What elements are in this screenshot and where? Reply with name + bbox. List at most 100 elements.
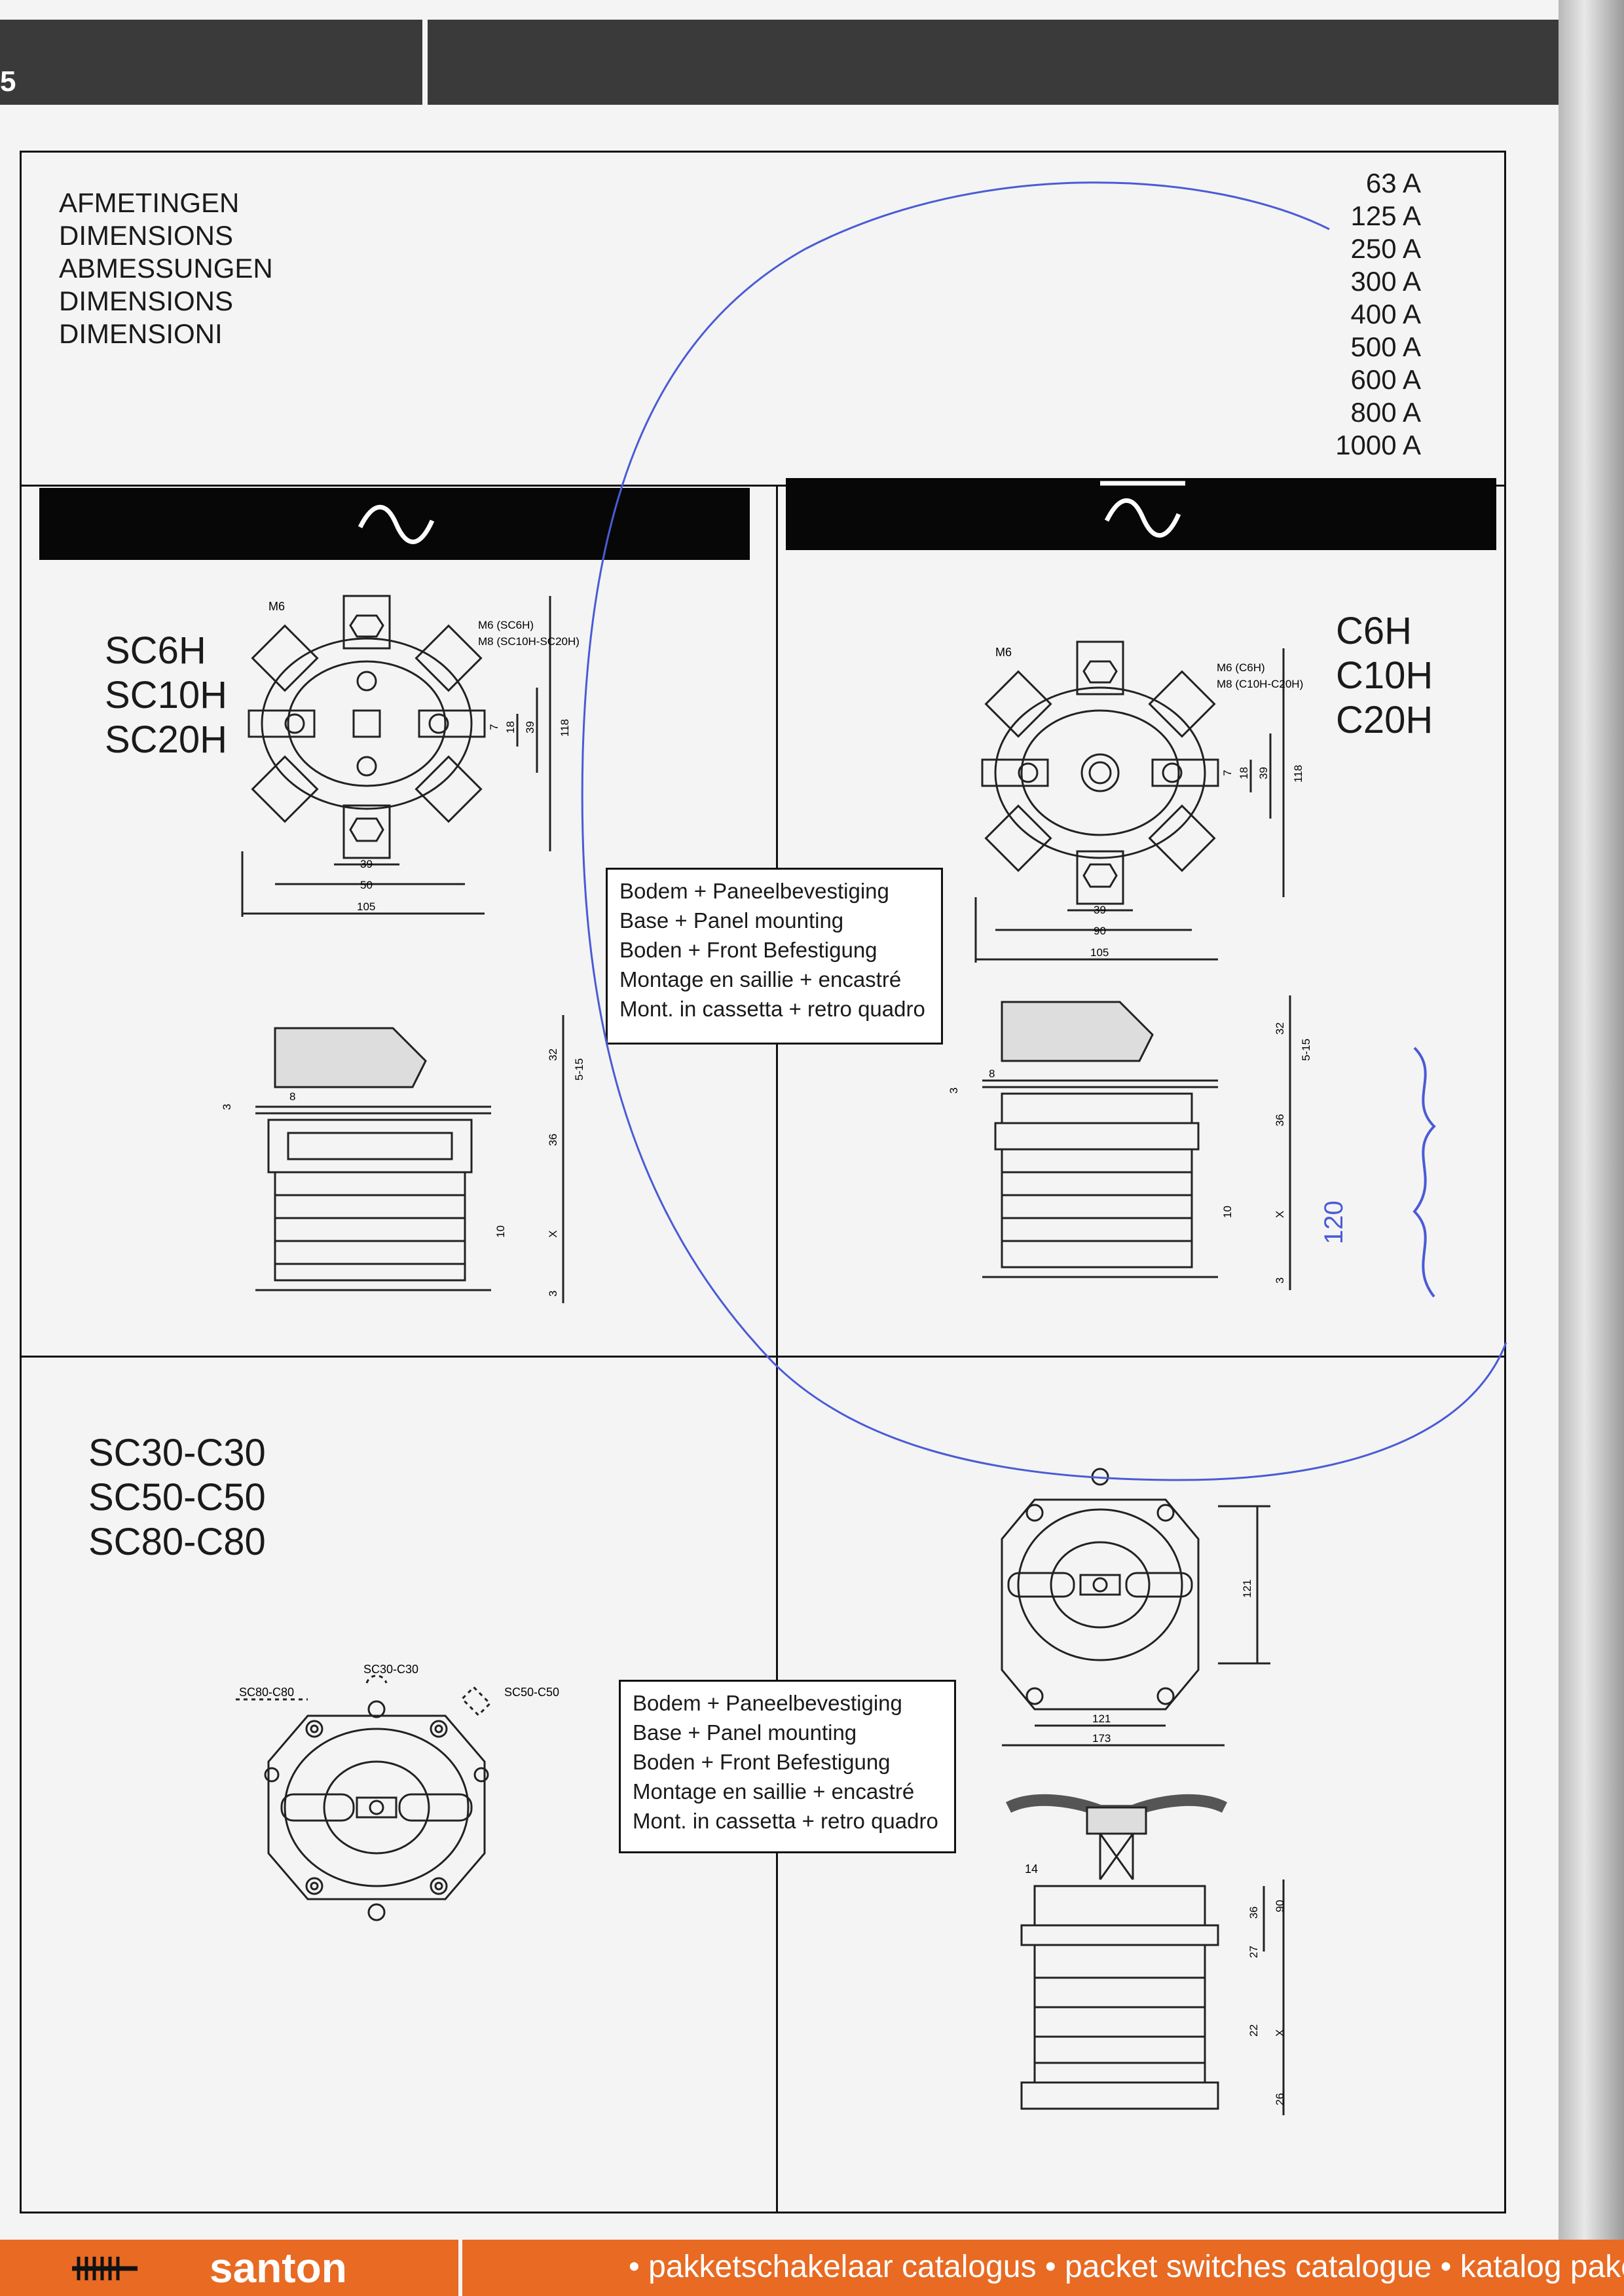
- dim-label: 3: [1274, 1278, 1286, 1284]
- model-name: C10H: [1336, 654, 1433, 697]
- dim-label: SC80-C80: [239, 1686, 294, 1699]
- rating-item: 300 A: [1350, 266, 1421, 297]
- catalog-text: • pakketschakelaar catalogus • packet sw…: [629, 2250, 1624, 2284]
- page-number: 5: [0, 65, 16, 98]
- pen-signature-scribble: [1412, 1046, 1436, 1298]
- pen-loop-stroke: [581, 181, 1507, 1481]
- page-header-bar: [0, 20, 1559, 105]
- frame-divider-middle: [20, 1356, 1506, 1358]
- dim-label: 90: [1094, 925, 1106, 937]
- dc-model-list: C6H C10H C20H: [1336, 609, 1433, 743]
- dim-label: 8: [989, 1067, 995, 1080]
- dim-label: 121: [1092, 1713, 1111, 1725]
- catalog-line: • pakketschakelaar catalogus • packet sw…: [629, 2249, 1624, 2285]
- ac-model-list: SC6H SC10H SC20H: [105, 629, 227, 762]
- dim-label: X: [1274, 2029, 1286, 2037]
- title-fr: DIMENSIONS: [59, 286, 234, 316]
- binding-edge: [1559, 0, 1624, 2296]
- dim-label: 26: [1274, 2093, 1286, 2105]
- model-name: SC50-C50: [88, 1476, 266, 1519]
- model-name: C20H: [1336, 699, 1433, 741]
- dim-label: M6: [995, 646, 1012, 659]
- model-name: SC6H: [105, 629, 206, 672]
- dc-top-view-drawing: M6 M6 (C6H) M8 (C10H-C20H) 39 90 105 7 1…: [974, 640, 1304, 963]
- dim-label: 22: [1247, 2024, 1260, 2037]
- dim-label: 39: [360, 858, 373, 870]
- dim-label: 36: [547, 1134, 559, 1146]
- title-nl: AFMETINGEN: [59, 187, 240, 218]
- rating-item: 800 A: [1350, 397, 1421, 428]
- dim-label: SC30-C30: [363, 1663, 418, 1676]
- dim-label: M8 (SC10H-SC20H): [478, 635, 580, 648]
- dim-label: 14: [1025, 1862, 1038, 1876]
- dim-label: 7: [1221, 770, 1234, 776]
- ac-top-view-drawing: M6 M6 (SC6H) M8 (SC10H-SC20H) 39 50 105 …: [241, 595, 580, 917]
- dim-label: 18: [1238, 767, 1250, 779]
- dim-label: 18: [504, 721, 517, 733]
- dim-label: 121: [1241, 1580, 1253, 1598]
- mounting-line: Base + Panel mounting: [619, 908, 844, 933]
- mounting-line: Mont. in cassetta + retro quadro: [633, 1809, 938, 1833]
- title-de: ABMESSUNGEN: [59, 253, 273, 284]
- dim-label: X: [1274, 1211, 1286, 1218]
- dim-label: 10: [1221, 1206, 1234, 1218]
- mounting-line: Boden + Front Befestigung: [619, 938, 877, 962]
- rating-item: 63 A: [1365, 168, 1421, 198]
- dim-label: 105: [1090, 946, 1109, 959]
- rating-item: 1000 A: [1335, 430, 1421, 460]
- dim-label: 8: [289, 1090, 295, 1103]
- ac-side-view-drawing: 8 3 32 5-15 36 10 X 3: [221, 1015, 585, 1303]
- dim-label: M8 (C10H-C20H): [1217, 678, 1303, 690]
- ac-sine-icon: [358, 504, 435, 544]
- brand-name: santon: [210, 2244, 347, 2291]
- rating-item: 400 A: [1350, 299, 1421, 329]
- dim-label: 32: [1274, 1022, 1286, 1035]
- dim-label: 39: [1257, 767, 1270, 779]
- model-name: SC10H: [105, 674, 227, 716]
- dim-label: 50: [360, 879, 373, 891]
- frame-divider-top: [20, 485, 1506, 487]
- dim-label: 27: [1247, 1946, 1260, 1958]
- dim-label: 105: [357, 900, 375, 913]
- model-name: C6H: [1336, 610, 1412, 652]
- dim-label: 90: [1274, 1900, 1286, 1912]
- dim-label: 36: [1247, 1906, 1260, 1919]
- footer-divider: [458, 2240, 462, 2296]
- dim-label: 36: [1274, 1114, 1286, 1126]
- ac-header-bar: [39, 488, 750, 560]
- dim-label: 118: [559, 719, 571, 737]
- mounting-line: Montage en saillie + encastré: [619, 967, 902, 991]
- mounting-line: Boden + Front Befestigung: [633, 1750, 891, 1774]
- dim-label: 7: [488, 724, 500, 730]
- rating-item: 250 A: [1350, 233, 1421, 264]
- dimensions-title-list: AFMETINGEN DIMENSIONS ABMESSUNGEN DIMENS…: [59, 187, 273, 350]
- mounting-line: Mont. in cassetta + retro quadro: [619, 997, 925, 1021]
- dim-label: 5-15: [573, 1058, 585, 1081]
- mounting-line: Bodem + Paneelbevestiging: [619, 879, 889, 903]
- mounting-box-large: Bodem + Paneelbevestiging Base + Panel m…: [619, 1680, 956, 1853]
- dim-label: M6 (SC6H): [478, 619, 534, 631]
- header-divider: [422, 20, 428, 105]
- catalog-footer: santon • pakketschakelaar catalogus • pa…: [0, 2240, 1624, 2296]
- dim-label: 3: [547, 1291, 559, 1297]
- title-en: DIMENSIONS: [59, 220, 234, 251]
- large-top-view-right-drawing: 121 121 173: [1001, 1468, 1270, 1747]
- santon-logo-icon: [72, 2257, 138, 2280]
- dim-label: 10: [494, 1225, 507, 1238]
- dim-label: 3: [948, 1088, 960, 1094]
- large-side-view-drawing: 14 36 90 27 22 X 26: [1005, 1794, 1286, 2115]
- title-it: DIMENSIONI: [59, 318, 223, 349]
- rating-item: 125 A: [1350, 200, 1421, 231]
- mounting-line: Montage en saillie + encastré: [633, 1779, 915, 1804]
- dim-label: M6 (C6H): [1217, 661, 1265, 674]
- large-model-list: SC30-C30 SC50-C50 SC80-C80: [88, 1431, 266, 1565]
- ac-dc-symbol-icon: [1100, 481, 1185, 538]
- dim-label: SC50-C50: [504, 1686, 559, 1699]
- dim-label: X: [547, 1231, 559, 1238]
- dim-label: 173: [1092, 1732, 1111, 1745]
- model-name: SC20H: [105, 718, 227, 761]
- dim-label: 118: [1292, 765, 1304, 783]
- mounting-line: Bodem + Paneelbevestiging: [633, 1691, 902, 1715]
- dim-label: 39: [1094, 904, 1106, 916]
